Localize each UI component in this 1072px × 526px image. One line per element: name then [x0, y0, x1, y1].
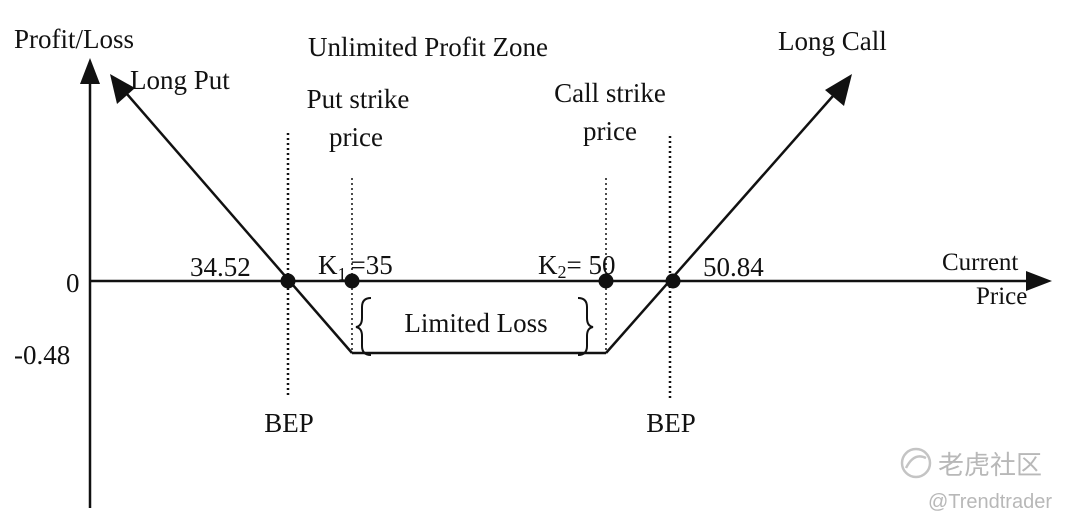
- watermark-logo-icon: [900, 447, 932, 479]
- watermark-handle: @Trendtrader: [928, 491, 1052, 513]
- bep-high-point: [665, 273, 681, 289]
- bep-high-value: 50.84: [703, 252, 764, 282]
- x-axis-label-line2: Price: [976, 283, 1027, 310]
- k2-point: [598, 273, 614, 289]
- x-axis-label-line1: Current: [942, 249, 1018, 276]
- k1-point: [344, 273, 360, 289]
- watermark-brand: 老虎社区: [938, 450, 1042, 480]
- y-axis-label: Profit/Loss: [14, 24, 134, 54]
- k1-value: =35: [351, 250, 393, 280]
- k1-letter: K: [318, 250, 338, 280]
- k1-subscript: 1: [338, 264, 347, 284]
- call-strike-label-line1: Call strike: [554, 78, 666, 108]
- k2-value: = 50: [567, 250, 616, 280]
- long-put-arrowhead: [110, 74, 135, 104]
- k2-letter: K: [538, 250, 558, 280]
- long-call-arrowhead: [825, 74, 852, 106]
- long-put-payoff-line: [119, 85, 353, 354]
- bep-low-point: [280, 273, 296, 289]
- zone-label: Unlimited Profit Zone: [308, 32, 548, 62]
- y-axis-arrowhead: [80, 58, 100, 84]
- k2-subscript: 2: [558, 262, 567, 282]
- bep-low-label: BEP: [264, 408, 314, 438]
- bep-low-value: 34.52: [190, 252, 251, 282]
- bep-high-label: BEP: [646, 408, 696, 438]
- long-put-label: Long Put: [130, 65, 230, 95]
- call-strike-label-line2: price: [583, 116, 637, 146]
- x-axis-arrowhead: [1026, 271, 1052, 291]
- right-brace: [577, 297, 594, 356]
- put-strike-label-line2: price: [329, 122, 383, 152]
- limited-loss-label: Limited Loss: [404, 308, 547, 338]
- k1-label: K1=35: [318, 250, 393, 284]
- long-call-payoff-line: [605, 87, 841, 354]
- k2-label: K2= 50: [538, 250, 615, 282]
- left-brace: [355, 297, 372, 356]
- long-call-label: Long Call: [778, 26, 887, 56]
- y-tick-zero: 0: [66, 268, 80, 298]
- y-tick-negative: -0.48: [14, 340, 70, 370]
- put-strike-label-line1: Put strike: [307, 84, 410, 114]
